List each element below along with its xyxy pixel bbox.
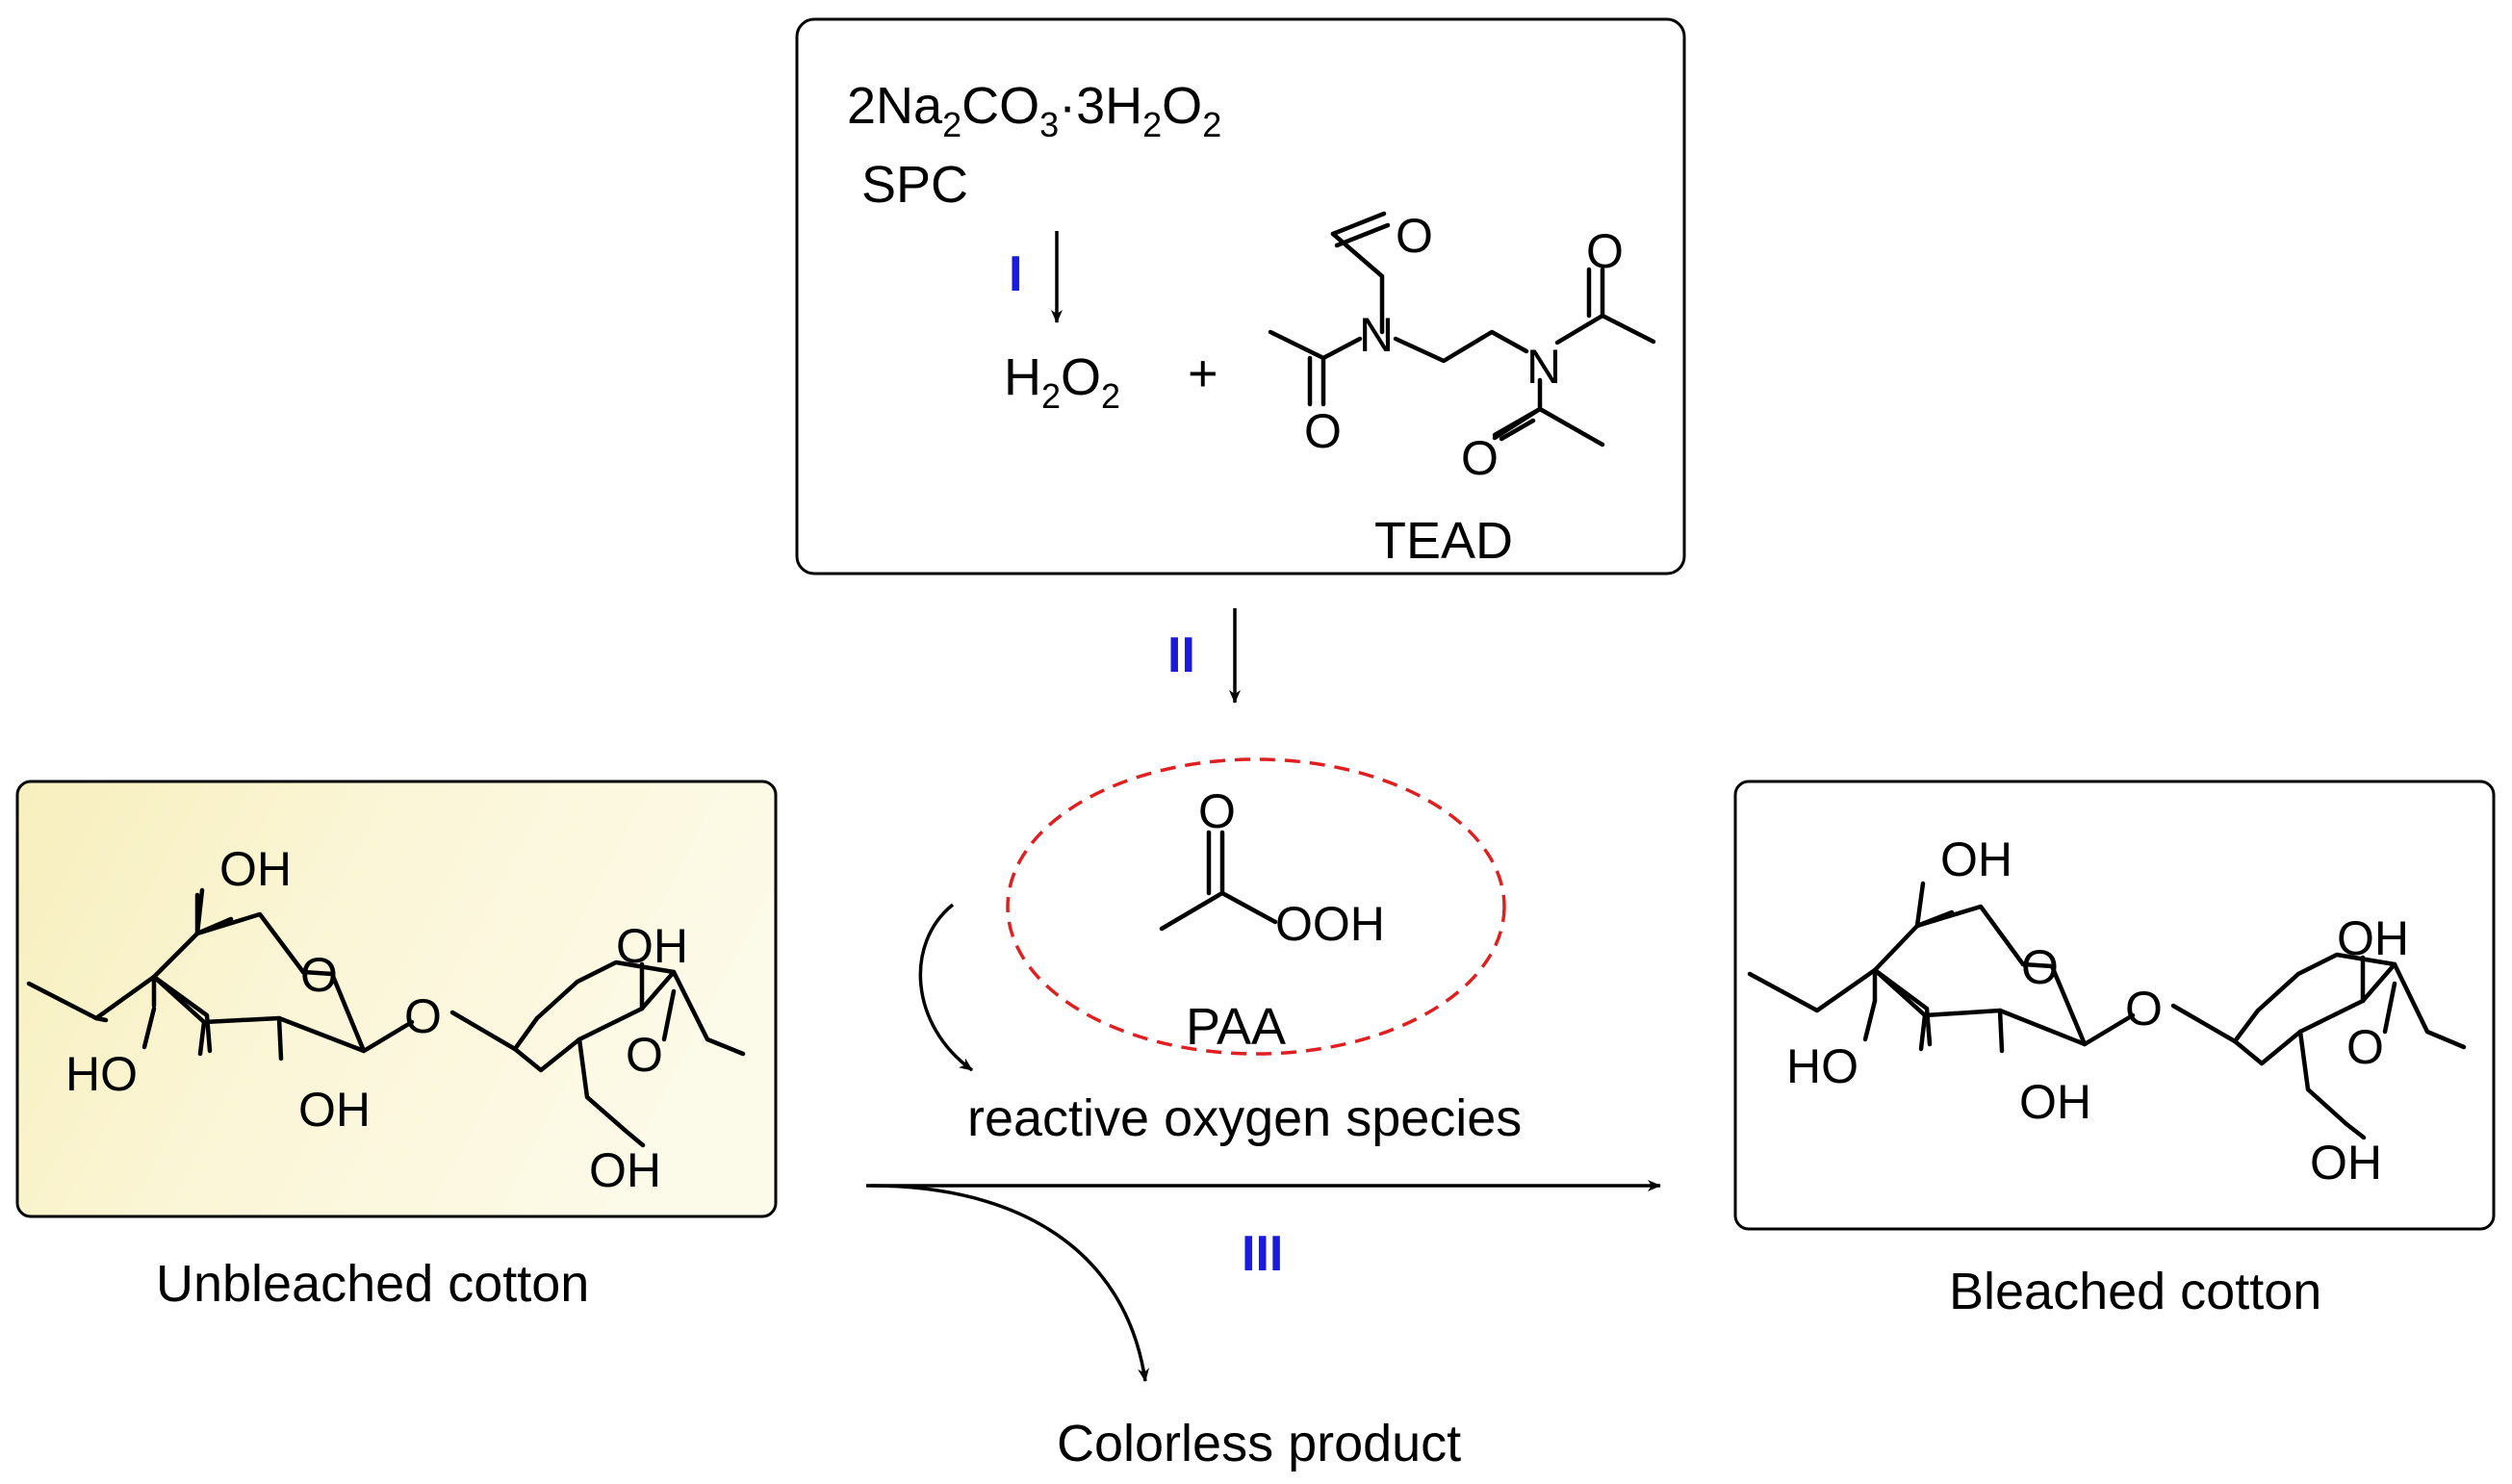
step-three-label: III [1242,1226,1283,1282]
oh-label: OH [2310,1136,2382,1190]
ring-o-label: O [626,1028,663,1082]
oh-label: OH [2019,1075,2091,1129]
tead-atom-o: O [1304,404,1342,458]
oh-label: OH [298,1083,371,1137]
colorless-branch-arrow [870,1184,1150,1382]
paa-group: O OOH PAA [1006,757,1506,1056]
cellobiose-structure-bleached: OH O HO OH O OH O OH [1747,832,2467,1190]
bridge-o-label: O [404,989,442,1043]
reagent-box: 2Na2CO3·3H2O2 SPC I H2O2 + O O [795,17,1686,576]
tead-atom-o: O [1586,224,1624,278]
plus-sign: + [1188,345,1218,402]
paa-ooh: OOH [1275,897,1385,951]
step-two-label: II [1167,627,1195,683]
tead-structure: O O O O N N [1268,209,1656,485]
ring-o-label: O [300,948,338,1002]
ring-o-label: O [2346,1020,2384,1074]
unbleached-cotton-box: OH O HO OH O OH O OH [15,780,778,1218]
tead-label: TEAD [1374,512,1513,570]
spc-formula: 2Na2CO3·3H2O2 [847,77,1221,144]
bleached-cotton-label: Bleached cotton [1949,1263,2321,1320]
oh-label: OH [219,842,292,896]
paa-label: PAA [1186,998,1286,1056]
oh-label: OH [616,919,688,973]
unbleached-cotton-label: Unbleached cotton [156,1255,589,1313]
ring-o-label: O [2021,940,2059,994]
reactive-oxygen-species: reactive oxygen species [967,1089,1522,1147]
paa-to-ros-arrow [918,903,974,1072]
cellobiose-structure-unbleached: OH O HO OH O OH O OH [26,842,746,1197]
oh-label: OH [1940,832,2012,886]
step-one-label: I [1009,246,1022,302]
spc-label: SPC [861,156,968,214]
bleached-cotton-box: OH O HO OH O OH O OH [1733,780,2496,1231]
h2o2-formula: H2O2 [1004,348,1120,416]
ho-label: HO [1786,1039,1858,1093]
oh-label: OH [2337,911,2409,965]
tead-atom-o: O [1396,209,1433,263]
tead-atom-o: O [1461,431,1499,485]
paa-carbonyl-o: O [1198,784,1236,838]
tead-atom-n: N [1526,340,1561,394]
paa-dashed-ellipse [1006,757,1506,1056]
bridge-o-label: O [2125,982,2163,1036]
tead-atom-n: N [1359,308,1394,362]
colorless-product: Colorless product [1057,1415,1461,1472]
oh-label: OH [589,1143,661,1197]
ho-label: HO [65,1047,138,1101]
